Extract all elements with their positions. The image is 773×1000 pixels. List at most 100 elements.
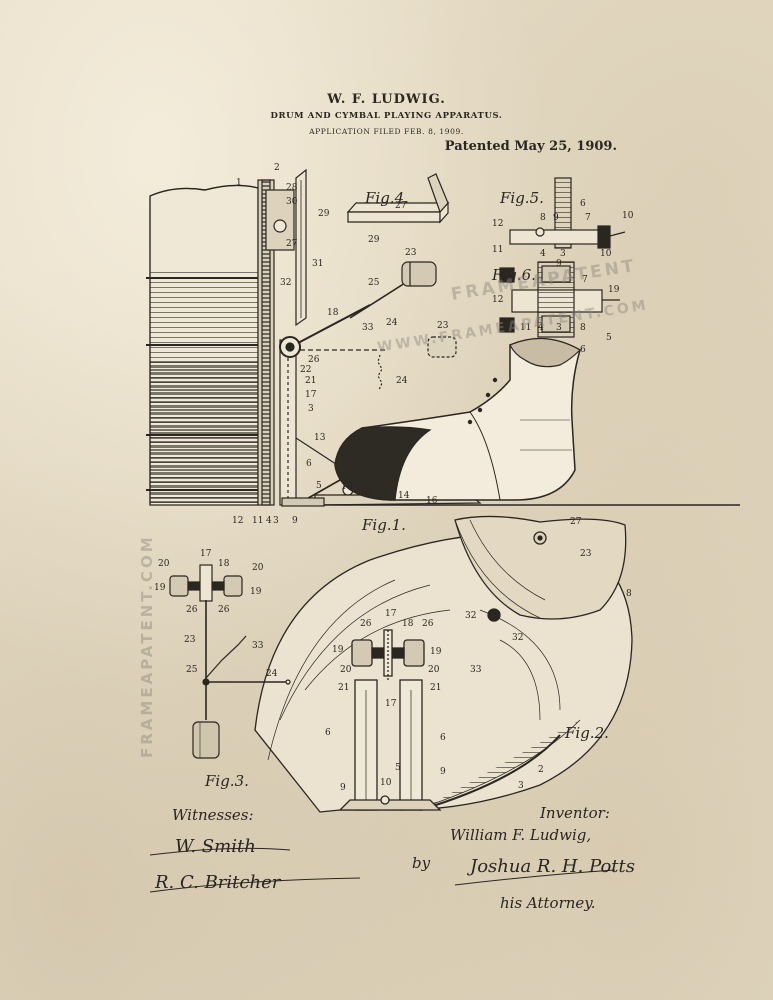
ref-numeral: 6	[580, 345, 586, 355]
ref-numeral: 7	[585, 213, 591, 223]
ref-numeral: 26	[308, 355, 320, 365]
ref-numeral: 5	[316, 481, 322, 491]
ref-numeral: 20	[428, 665, 440, 675]
fig-2-reference-numerals: 27 23 32 32 17 18 19 26 26 19 20 20 21 2…	[325, 517, 632, 793]
signature-underline	[454, 869, 616, 886]
ref-numeral: 1	[236, 178, 242, 188]
ref-numeral: 21	[338, 683, 349, 693]
signature-underline	[149, 877, 361, 893]
ref-numeral: 24	[386, 318, 398, 328]
ref-numeral: 2	[538, 765, 544, 775]
inventor-signature: William F. Ludwig,	[450, 826, 591, 844]
ref-numeral: 4	[540, 249, 546, 259]
ref-numeral: 7	[582, 275, 588, 285]
patent-date: Patented May 25, 1909.	[444, 139, 617, 154]
ref-numeral: 33	[252, 641, 264, 651]
watermark-vertical: FRAMEAPATENT.COM	[138, 534, 156, 758]
figure-2-drawing	[254, 515, 633, 813]
ref-numeral: 30	[286, 197, 298, 207]
ref-numeral: 33	[362, 323, 374, 333]
figure-6-drawing	[499, 261, 620, 338]
fig-6-label: Fig.6.	[491, 266, 536, 284]
ref-numeral: 17	[305, 390, 317, 400]
ref-numeral: 3	[518, 781, 524, 791]
ref-numeral: 21	[430, 683, 441, 693]
ref-numeral: 2	[274, 163, 280, 173]
fig-1-label: Fig.1.	[361, 516, 406, 534]
ref-numeral: 4	[266, 516, 272, 526]
ref-numeral: 12	[492, 219, 503, 229]
ref-numeral: 16	[426, 496, 438, 506]
witness-1-signature: W. Smith	[175, 836, 256, 857]
ref-numeral: 32	[465, 611, 476, 621]
ref-numeral: 4	[538, 323, 544, 333]
ref-numeral: 23	[437, 321, 449, 331]
ref-numeral: 26	[186, 605, 198, 615]
ref-numeral: 23	[580, 549, 592, 559]
figure-1-drawing	[146, 168, 740, 507]
ref-numeral: 26	[218, 605, 230, 615]
attorney-signature: Joshua R. H. Potts	[466, 856, 635, 877]
ref-numeral: 18	[402, 619, 414, 629]
ref-numeral: 25	[368, 278, 380, 288]
ref-numeral: 15	[360, 488, 372, 498]
inventor-name-heading: W. F. LUDWIG.	[327, 92, 446, 107]
inventor-label: Inventor:	[539, 804, 610, 822]
ref-numeral: 11	[520, 323, 531, 333]
ref-numeral: 5	[395, 763, 401, 773]
ref-numeral: 29	[318, 209, 330, 219]
fig-3-reference-numerals: 20 17 18 20 19 19 26 26 23 33 25 24	[154, 549, 278, 679]
ref-numeral: 27	[395, 201, 407, 211]
fig-1-reference-numerals: 1 2 28 30 29 27 31 32 25 23 18 24 33 24 …	[232, 163, 449, 526]
ref-numeral: 9	[440, 767, 446, 777]
ref-numeral: 6	[580, 199, 586, 209]
fig-3-label: Fig.3.	[204, 772, 249, 790]
ref-numeral: 17	[200, 549, 212, 559]
ref-numeral: 27	[570, 517, 582, 527]
ref-numeral: 28	[286, 183, 298, 193]
ref-numeral: 11	[492, 245, 503, 255]
ref-numeral: 10	[600, 249, 612, 259]
figure-4-drawing	[346, 173, 450, 224]
ref-numeral: 32	[280, 278, 291, 288]
patent-title: DRUM AND CYMBAL PLAYING APPARATUS.	[270, 111, 503, 121]
ref-numeral: 6	[306, 459, 312, 469]
ref-numeral: 20	[158, 559, 170, 569]
by-label: by	[412, 854, 431, 872]
ref-numeral: 10	[341, 482, 353, 492]
witness-2-signature: R. C. Britcher	[154, 872, 282, 893]
ref-numeral: 17	[385, 609, 397, 619]
signature-underline	[149, 847, 291, 856]
ref-numeral: 11	[252, 516, 263, 526]
ref-numeral: 19	[430, 647, 442, 657]
ref-numeral: 23	[405, 248, 417, 258]
ref-numeral: 19	[332, 645, 344, 655]
ref-numeral: 25	[186, 665, 198, 675]
fig-4-label: Fig.4.	[364, 189, 409, 207]
ref-numeral: 26	[360, 619, 372, 629]
ref-numeral: 5	[606, 333, 612, 343]
figure-3-drawing	[169, 564, 291, 759]
ref-numeral: 19	[154, 583, 166, 593]
ref-numeral: 6	[440, 733, 446, 743]
ref-numeral: 3	[308, 404, 314, 414]
ref-numeral: 3	[556, 323, 562, 333]
ref-numeral: 20	[340, 665, 352, 675]
ref-numeral: 9	[556, 259, 562, 269]
ref-numeral: 19	[608, 285, 620, 295]
fig-4-5-6-reference-numerals: 27 29 6 12 8 9 7 10 11 4 3 10 9 7 12 19 …	[368, 199, 634, 355]
ref-numeral: 18	[218, 559, 230, 569]
ref-numeral: 12	[232, 516, 243, 526]
ref-numeral: 8	[540, 213, 546, 223]
ref-numeral: 17	[385, 699, 397, 709]
ref-numeral: 8	[626, 589, 632, 599]
ref-numeral: 22	[300, 365, 311, 375]
figure-5-drawing	[509, 177, 626, 249]
ref-numeral: 33	[470, 665, 482, 675]
ref-numeral: 26	[422, 619, 434, 629]
ref-numeral: 20	[252, 563, 264, 573]
ref-numeral: 12	[492, 295, 503, 305]
ref-numeral: 29	[368, 235, 380, 245]
ref-numeral: 9	[553, 213, 559, 223]
ref-numeral: 18	[327, 308, 339, 318]
